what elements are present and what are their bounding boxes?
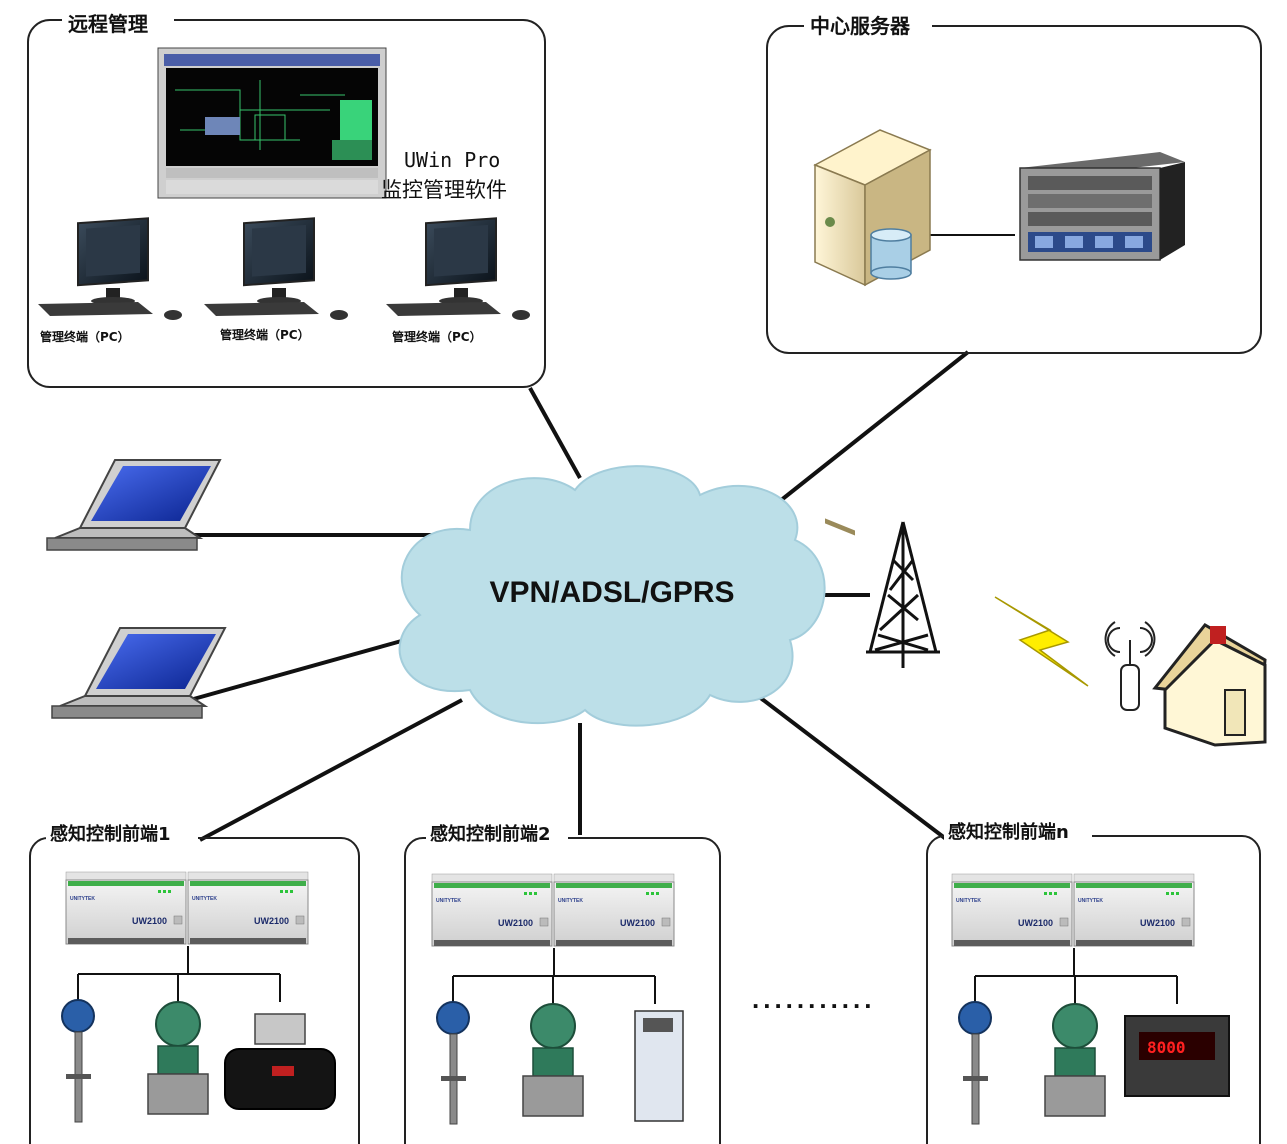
instrument-device <box>224 1013 336 1110</box>
uw2100-label: UW2100 <box>620 918 655 928</box>
uw2100-module: UNITYTEK UW2100 <box>553 873 675 947</box>
field-device <box>147 1001 209 1115</box>
software-name-label: UWin Pro <box>404 148 500 172</box>
field-device <box>1044 1003 1106 1117</box>
svg-text:UNITYTEK: UNITYTEK <box>192 896 217 902</box>
server-tower-icon <box>813 129 932 536</box>
instrument-device: 8000 <box>1124 1015 1230 1097</box>
front-end-title: 感知控制前端n <box>948 821 1069 843</box>
front-end-title: 感知控制前端1 <box>50 823 171 845</box>
uw2100-label: UW2100 <box>498 918 533 928</box>
instrument-device <box>634 1010 684 1122</box>
front-ends: 感知控制前端1UNITYTEKUW2100UNITYTEKUW2100感知控制前… <box>29 821 1261 1144</box>
transmitter-device <box>958 1001 992 1125</box>
uw2100-module: UNITYTEK UW2100 <box>187 871 309 945</box>
uw2100-label: UW2100 <box>254 916 289 926</box>
pc-label-3: 管理终端（PC） <box>392 329 482 344</box>
software-desc-label: 监控管理软件 <box>381 178 507 202</box>
uw2100-module: UNITYTEK UW2100 <box>1073 873 1195 947</box>
pc-terminal <box>386 217 530 320</box>
sensor-wiring <box>974 948 1178 1004</box>
pc-label-1: 管理终端（PC） <box>40 329 130 344</box>
svg-text:UNITYTEK: UNITYTEK <box>956 898 981 904</box>
network-label: VPN/ADSL/GPRS <box>489 576 734 609</box>
meter-display: 8000 <box>1147 1038 1186 1057</box>
network-cloud: VPN/ADSL/GPRS <box>398 465 826 727</box>
laptop-icon <box>51 627 227 719</box>
transmitter-device <box>61 999 95 1123</box>
remote-management-title: 远程管理 <box>68 12 148 36</box>
svg-text:UNITYTEK: UNITYTEK <box>1078 898 1103 904</box>
uw2100-label: UW2100 <box>132 916 167 926</box>
monitoring-software-screenshot <box>157 47 387 199</box>
uw2100-module: UNITYTEK UW2100 <box>431 873 553 947</box>
uw2100-module: UNITYTEK UW2100 <box>65 871 187 945</box>
pc-label-2: 管理终端（PC） <box>220 327 310 342</box>
uw2100-module: UNITYTEK UW2100 <box>951 873 1073 947</box>
uw2100-label: UW2100 <box>1018 918 1053 928</box>
transmitter-device <box>436 1001 470 1125</box>
uw2100-label: UW2100 <box>1140 918 1175 928</box>
sensor-wiring <box>452 948 656 1004</box>
lightning-icon <box>994 596 1089 687</box>
more-front-ends-ellipsis: ........... <box>752 984 875 1014</box>
connection-lines <box>185 234 1015 844</box>
svg-text:UNITYTEK: UNITYTEK <box>436 898 461 904</box>
sensor-wiring <box>77 946 281 1002</box>
pc-terminal <box>204 217 348 320</box>
front-end-title: 感知控制前端2 <box>430 823 551 845</box>
wireless-antenna-icon <box>1104 621 1156 711</box>
radio-tower-icon <box>866 521 940 668</box>
laptop-icon <box>46 459 222 551</box>
svg-text:UNITYTEK: UNITYTEK <box>558 898 583 904</box>
center-server-title: 中心服务器 <box>810 14 911 38</box>
pc-terminal <box>38 217 182 320</box>
field-device <box>522 1003 584 1117</box>
remote-management-group: 远程管理 UWin Pro 监控管理软件 <box>27 8 546 388</box>
svg-text:UNITYTEK: UNITYTEK <box>70 896 95 902</box>
house-icon <box>1152 623 1267 747</box>
rack-switch-icon <box>1019 152 1185 261</box>
center-server-group: 中心服务器 <box>766 12 1262 536</box>
database-icon <box>870 228 912 280</box>
